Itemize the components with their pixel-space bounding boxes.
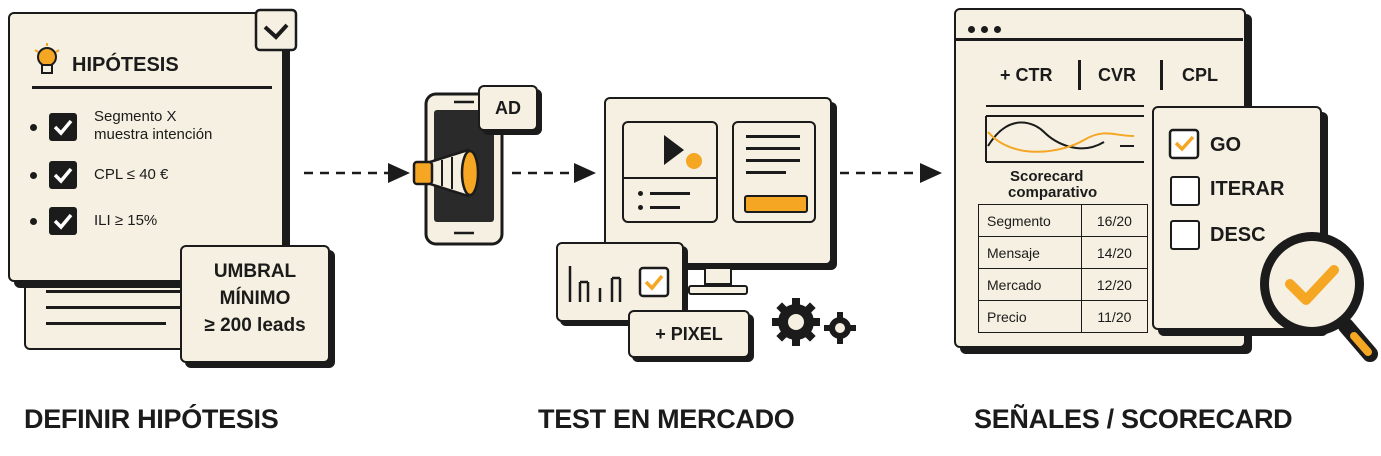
scorecard-table: Segmento 16/20 Mensaje 14/20 Mercado 12/… — [978, 204, 1149, 333]
threshold-label: MÍNIMO — [219, 288, 291, 309]
decision-label: DESC — [1210, 224, 1266, 246]
table-cell: Mensaje — [978, 236, 1082, 269]
table-cell: Segmento — [978, 204, 1082, 237]
checkbox-empty-icon — [1170, 220, 1200, 250]
hypothesis-item: ILI ≥ 15% — [30, 204, 270, 240]
metric-divider — [1078, 60, 1081, 90]
monitor — [604, 97, 832, 297]
title-underline — [32, 86, 272, 89]
threshold-card: UMBRAL MÍNIMO ≥ 200 leads — [180, 245, 330, 363]
analytics-card — [556, 242, 684, 322]
gears-icon — [772, 298, 856, 346]
metric-label: + CTR — [1000, 65, 1053, 85]
metric-label: CVR — [1098, 65, 1137, 85]
hypothesis-item-text: ILI ≥ 15% — [94, 212, 158, 229]
metric-divider — [1160, 60, 1163, 90]
table-cell: 12/20 — [1080, 268, 1149, 301]
hypothesis-title: HIPÓTESIS — [72, 54, 179, 76]
checkbox-empty-icon — [1170, 176, 1200, 206]
megaphone-icon — [412, 148, 480, 198]
decision-label: ITERAR — [1210, 178, 1285, 200]
magnifier-check-icon — [1260, 232, 1378, 362]
hypothesis-item: Segmento X muestra intención — [30, 108, 270, 152]
decision-card: GO ITERAR DESC — [1152, 106, 1322, 330]
ad-label: AD — [495, 98, 521, 118]
monitor-neck — [704, 267, 732, 285]
pixel-label: + PIXEL — [655, 324, 723, 344]
metric-label: CPL — [1182, 65, 1218, 85]
table-row: Segmento 16/20 — [978, 204, 1149, 237]
table-row: Precio 11/20 — [978, 300, 1149, 333]
checkbox-checked-icon — [49, 161, 77, 189]
step-caption: DEFINIR HIPÓTESIS — [24, 404, 279, 434]
table-cell: Precio — [978, 300, 1082, 333]
checkbox-checked-icon — [1168, 128, 1200, 160]
bar-chart-icon — [568, 266, 622, 302]
table-cell: Mercado — [978, 268, 1082, 301]
hypothesis-item-text: muestra intención — [94, 126, 213, 143]
play-icon — [664, 135, 702, 169]
video-card — [622, 121, 718, 223]
table-row: Mensaje 14/20 — [978, 236, 1149, 269]
pixel-badge: + PIXEL — [628, 310, 750, 358]
window-dots — [968, 20, 1001, 38]
hypothesis-item: CPL ≤ 40 € — [30, 158, 270, 194]
monitor-base — [688, 285, 748, 295]
hypothesis-item-text: Segmento X — [94, 108, 177, 125]
hypothesis-card: HIPÓTESIS Segmento X muestra intención C… — [8, 12, 284, 282]
title-bar-divider — [956, 38, 1243, 41]
checkbox-checked-icon — [49, 207, 77, 235]
cta-button — [744, 195, 808, 213]
step-caption: TEST EN MERCADO — [538, 404, 795, 434]
ad-badge: AD — [478, 85, 538, 131]
table-row: Mercado 12/20 — [978, 268, 1149, 301]
scorecard-subtitle: comparativo — [1008, 184, 1098, 201]
checkbox-checked-icon — [49, 113, 77, 141]
threshold-value: ≥ 200 leads — [204, 315, 306, 336]
monitor-screen — [604, 97, 832, 265]
arrow-right-icon — [512, 163, 596, 183]
corner-check-icon — [254, 8, 298, 52]
table-cell: 16/20 — [1080, 204, 1149, 237]
arrow-right-icon — [304, 163, 410, 183]
threshold-label: UMBRAL — [213, 261, 297, 282]
decision-label: GO — [1210, 134, 1242, 156]
landing-card — [732, 121, 816, 223]
scorecard-title: Scorecard — [1010, 168, 1084, 185]
hypothesis-item-text: CPL ≤ 40 € — [94, 166, 169, 183]
step-caption: SEÑALES / SCORECARD — [974, 404, 1293, 434]
checkbox-checked-icon — [638, 266, 670, 298]
table-cell: 14/20 — [1080, 236, 1149, 269]
trend-chart-icon — [985, 105, 1144, 163]
arrow-right-icon — [840, 163, 942, 183]
lightbulb-icon — [34, 43, 60, 74]
table-cell: 11/20 — [1080, 300, 1149, 333]
